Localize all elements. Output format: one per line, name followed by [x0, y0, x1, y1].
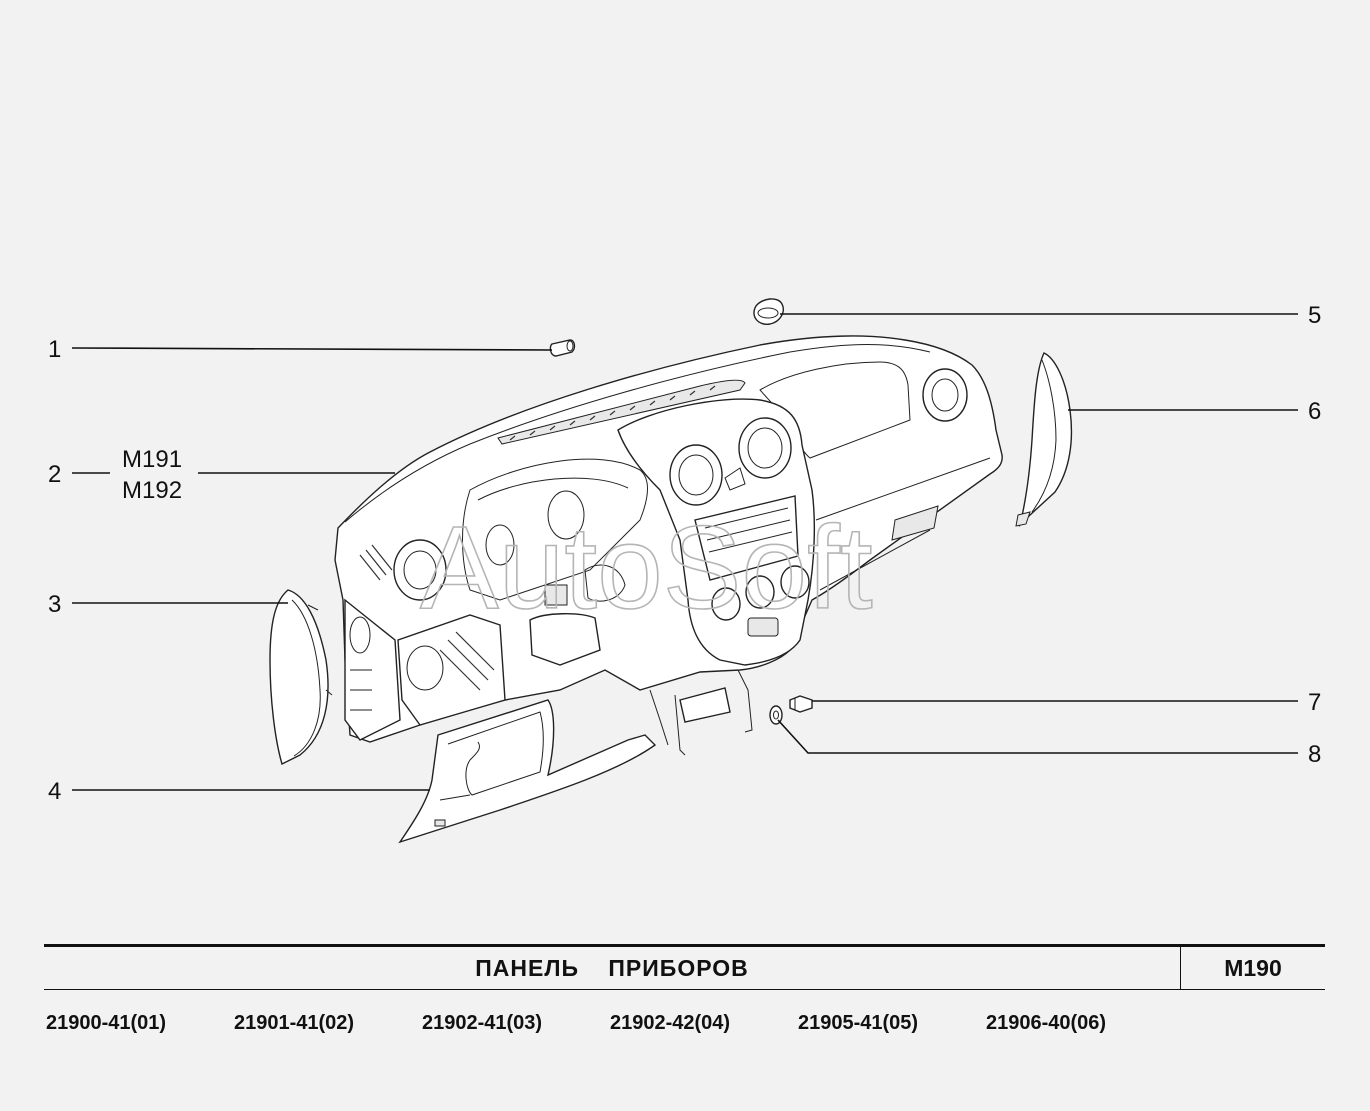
callout-3: 3 [48, 591, 61, 618]
callout-2: 2 [48, 461, 61, 488]
callout-leaders [71, 313, 1298, 791]
callout-2-ref-2: M192 [122, 477, 182, 504]
watermark-text: AutoSoft [420, 502, 873, 634]
model-code: 21902-42(04) [610, 1012, 731, 1034]
model-code: 21901-41(02) [234, 1012, 355, 1034]
callout-4: 4 [48, 778, 61, 805]
diagram-title: ПАНЕЛЬ ПРИБОРОВ [475, 954, 749, 981]
callout-6: 6 [1308, 398, 1321, 425]
part-5-cover [753, 298, 784, 325]
model-code-list: 21900-41(01) 21901-41(02) 21902-41(03) 2… [46, 1012, 1146, 1038]
title-block: ПАНЕЛЬ ПРИБОРОВ M190 [44, 944, 1325, 990]
callout-7: 7 [1308, 689, 1321, 716]
callout-2-ref-1: M191 [122, 446, 182, 473]
part-4-knee-panel [398, 699, 657, 844]
part-3-end-cap [269, 589, 333, 766]
part-8-washer [769, 705, 783, 725]
diagram-code: M190 [1224, 954, 1282, 981]
dashboard-panel [334, 335, 1003, 756]
model-code: 21905-41(05) [798, 1012, 919, 1034]
callout-1: 1 [48, 336, 61, 363]
model-code: 21906-40(06) [986, 1012, 1107, 1034]
model-code: 21902-41(03) [422, 1012, 543, 1034]
model-code: 21900-41(01) [46, 1012, 167, 1034]
part-1-clip [549, 339, 576, 357]
callout-5: 5 [1308, 302, 1321, 329]
part-7-screw [789, 695, 813, 713]
callout-8: 8 [1308, 741, 1321, 768]
part-6-end-cap [1015, 352, 1073, 528]
title-divider [1180, 947, 1181, 989]
